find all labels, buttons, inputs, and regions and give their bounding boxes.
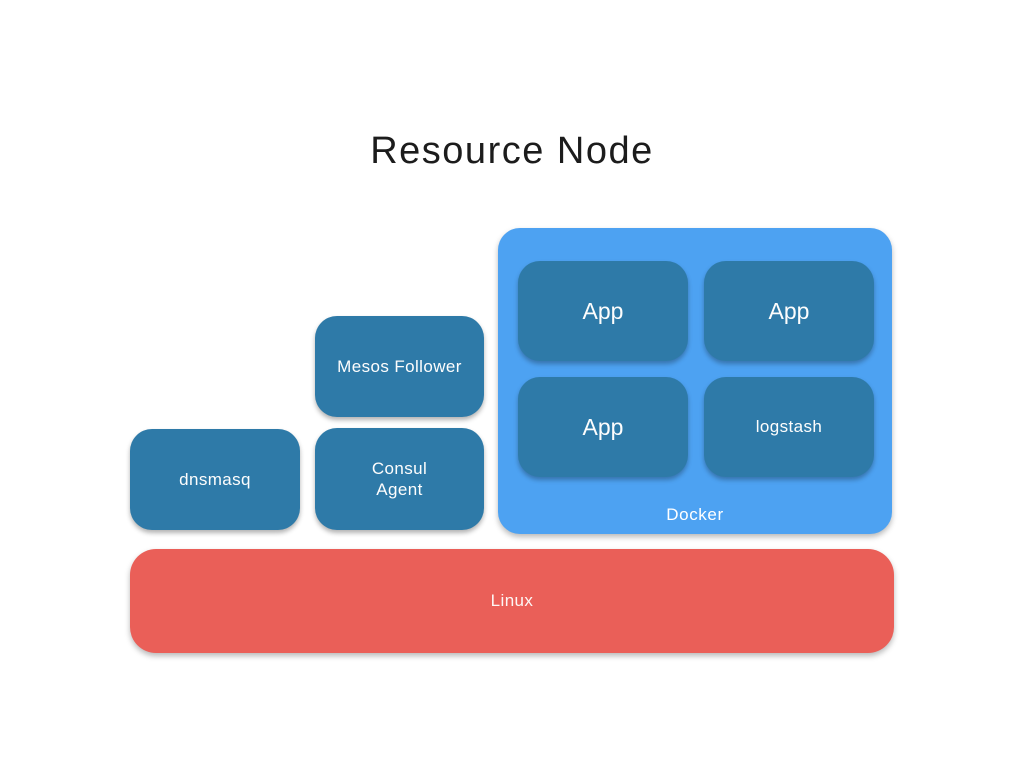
mesos-follower-box: Mesos Follower: [315, 316, 484, 417]
consul-agent-box: Consul Agent: [315, 428, 484, 530]
docker-group-label: Docker: [666, 505, 724, 524]
logstash-label: logstash: [755, 417, 823, 436]
linux-label: Linux: [490, 591, 534, 610]
docker-group-box: App App App logstash Docker: [498, 228, 892, 534]
linux-bar: Linux: [130, 549, 894, 653]
app-label-3: App: [582, 413, 624, 440]
diagram-title: Resource Node: [370, 130, 654, 172]
mesos-follower-label: Mesos Follower: [337, 356, 462, 376]
app-label-1: App: [582, 297, 624, 324]
app-box-3: App: [518, 377, 688, 477]
app-box-2: App: [704, 261, 874, 361]
app-label-2: App: [768, 297, 810, 324]
consul-agent-label: Consul Agent: [371, 458, 428, 499]
logstash-box: logstash: [704, 377, 874, 477]
dnsmasq-label: dnsmasq: [179, 469, 251, 489]
dnsmasq-box: dnsmasq: [130, 429, 300, 530]
app-box-1: App: [518, 261, 688, 361]
